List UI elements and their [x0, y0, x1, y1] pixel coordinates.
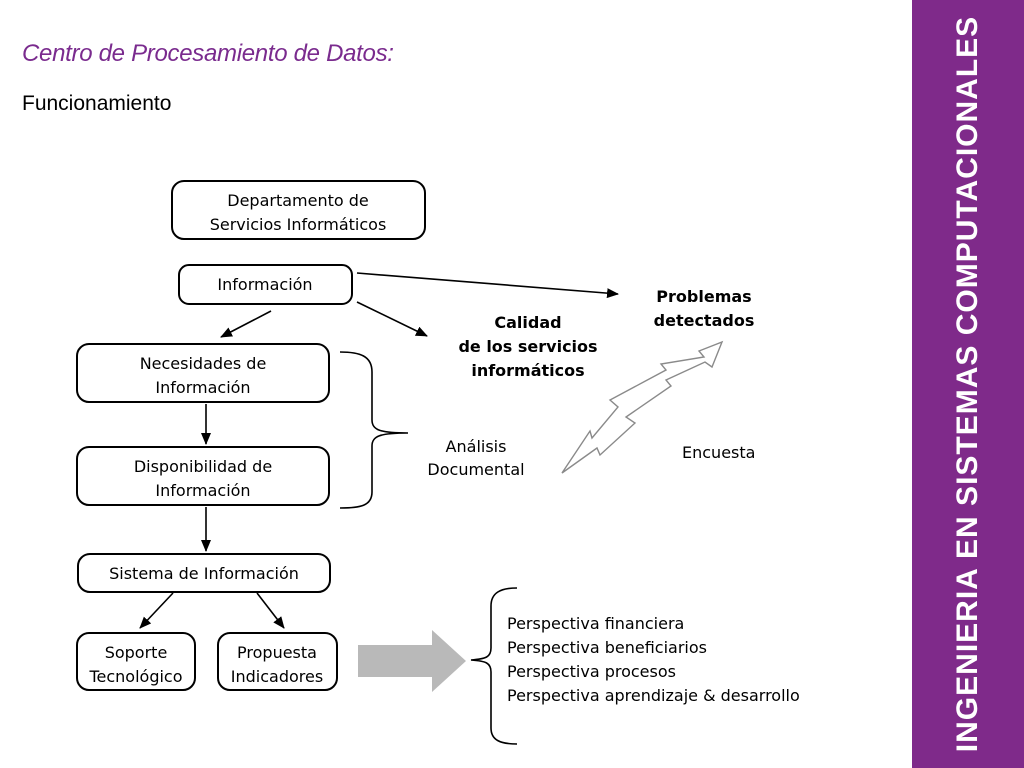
node-departamento-line1: Departamento de — [227, 191, 369, 210]
arrow-informacion-to-calidad — [356, 301, 428, 337]
label-problemas-line1: Problemas — [656, 287, 751, 306]
perspectiva-item: Perspectiva beneficiarios — [507, 638, 707, 657]
zigzag-double-arrow — [561, 340, 724, 474]
brace-analisis — [339, 351, 409, 509]
node-necesidades-line1: Necesidades de — [140, 354, 267, 373]
arrow-informacion-to-necesidades — [220, 310, 272, 338]
side-band — [912, 0, 1024, 768]
node-informacion-label: Información — [217, 275, 312, 294]
node-disponibilidad — [76, 446, 330, 506]
label-analisis-line2: Documental — [427, 460, 524, 479]
perspectiva-item: Perspectiva aprendizaje & desarrollo — [507, 686, 800, 705]
node-necesidades-line2: Información — [155, 378, 250, 397]
arrow-sistema-to-soporte — [139, 592, 174, 629]
arrow-informacion-to-problemas — [356, 272, 619, 299]
node-propuesta — [217, 632, 338, 691]
node-sistema-label: Sistema de Información — [109, 564, 299, 583]
brace-perspectivas — [470, 587, 518, 745]
node-departamento-line2: Servicios Informáticos — [210, 215, 387, 234]
perspectiva-item: Perspectiva financiera — [507, 614, 684, 633]
arrow-sistema-to-propuesta — [256, 592, 285, 629]
label-calidad-line3: informáticos — [471, 361, 584, 380]
node-disponibilidad-line2: Información — [155, 481, 250, 500]
node-soporte-line1: Soporte — [105, 643, 168, 662]
label-calidad-line1: Calidad — [494, 313, 561, 332]
node-soporte — [76, 632, 196, 691]
side-band-title: INGENIERIA EN SISTEMAS COMPUTACIONALES — [951, 15, 985, 753]
node-soporte-line2: Tecnológico — [88, 667, 182, 686]
big-grey-arrow — [358, 630, 466, 692]
node-disponibilidad-line1: Disponibilidad de — [134, 457, 272, 476]
node-propuesta-line1: Propuesta — [237, 643, 317, 662]
perspectiva-item: Perspectiva procesos — [507, 662, 676, 681]
slide-title: Centro de Procesamiento de Datos: — [22, 40, 394, 67]
node-propuesta-line2: Indicadores — [231, 667, 323, 686]
label-encuesta: Encuesta — [682, 443, 755, 462]
label-analisis-line1: Análisis — [446, 437, 507, 456]
label-problemas-line2: detectados — [654, 311, 755, 330]
node-sistema — [77, 553, 331, 593]
label-calidad-line2: de los servicios — [458, 337, 597, 356]
side-band-title-wrap: INGENIERIA EN SISTEMAS COMPUTACIONALES — [912, 0, 1024, 768]
slide-subtitle: Funcionamiento — [22, 92, 172, 115]
node-informacion — [178, 264, 353, 305]
flow-diagram: Departamento de Servicios Informáticos I… — [76, 180, 800, 745]
node-departamento — [171, 180, 426, 240]
node-necesidades — [76, 343, 330, 403]
